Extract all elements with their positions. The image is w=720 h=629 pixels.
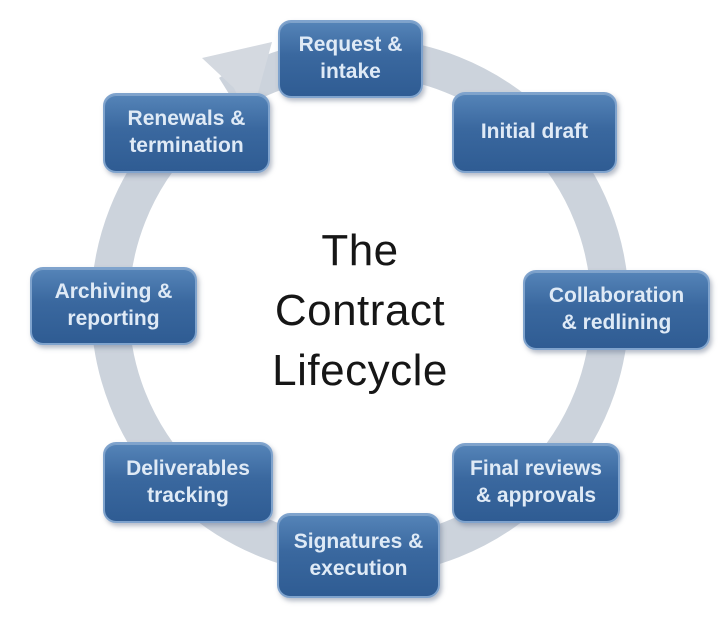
- node-label: Collaboration & redlining: [548, 284, 685, 334]
- node-initial-draft: Initial draft: [452, 92, 617, 173]
- node-label: Initial draft: [480, 120, 589, 144]
- node-archiving-reporting: Archiving & reporting: [30, 267, 197, 345]
- node-label: Deliverables tracking: [126, 456, 250, 507]
- node-label: Final reviews & approvals: [470, 457, 602, 507]
- node-final-reviews-approvals: Final reviews & approvals: [452, 443, 620, 523]
- node-label: Signatures & execution: [293, 529, 424, 580]
- node-request-intake: Request & intake: [278, 20, 423, 98]
- node-collaboration-redlining: Collaboration & redlining: [523, 270, 710, 350]
- node-label: Request & intake: [298, 33, 403, 83]
- node-renewals-termination: Renewals & termination: [103, 93, 270, 173]
- node-signatures-execution: Signatures & execution: [277, 513, 440, 598]
- node-label: Archiving & reporting: [54, 280, 173, 330]
- diagram-title: The Contract Lifecycle: [272, 226, 448, 395]
- node-deliverables-tracking: Deliverables tracking: [103, 442, 273, 523]
- node-label: Renewals & termination: [127, 107, 246, 157]
